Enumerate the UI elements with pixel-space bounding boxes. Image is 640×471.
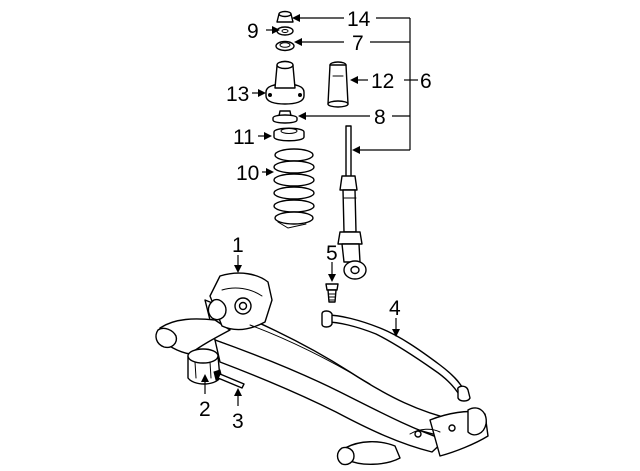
callout-10: 10 (236, 162, 259, 185)
coil-spring (273, 148, 315, 229)
callout-3: 3 (232, 410, 244, 433)
callout-labels: 1 2 3 4 5 6 7 8 9 10 11 12 13 14 (199, 8, 432, 433)
strut-mount (265, 60, 305, 105)
callout-8: 8 (374, 106, 386, 129)
callout-1: 1 (232, 234, 244, 257)
callout-5: 5 (326, 242, 338, 265)
axle-bushing (187, 348, 221, 385)
callout-14: 14 (347, 8, 371, 31)
shock-lower-bolt (325, 283, 339, 303)
shock-absorber (337, 125, 367, 280)
stabilizer-bar (321, 310, 471, 402)
callout-6: 6 (420, 70, 432, 93)
spring-insulator (273, 127, 305, 142)
leader-lines (201, 14, 418, 406)
callout-7: 7 (352, 32, 364, 55)
callout-4: 4 (389, 297, 401, 320)
rear-axle-beam (155, 272, 489, 466)
bump-stopper-boot (327, 61, 349, 108)
callout-12: 12 (371, 70, 394, 93)
bushing-bolt (213, 369, 245, 389)
bump-stopper-seat (272, 110, 298, 124)
insulator (275, 40, 295, 52)
callout-11: 11 (233, 126, 255, 149)
callout-2: 2 (199, 398, 211, 421)
callout-13: 13 (226, 83, 249, 106)
callout-9: 9 (247, 20, 259, 43)
upper-nut (276, 10, 294, 23)
washer (276, 26, 294, 36)
